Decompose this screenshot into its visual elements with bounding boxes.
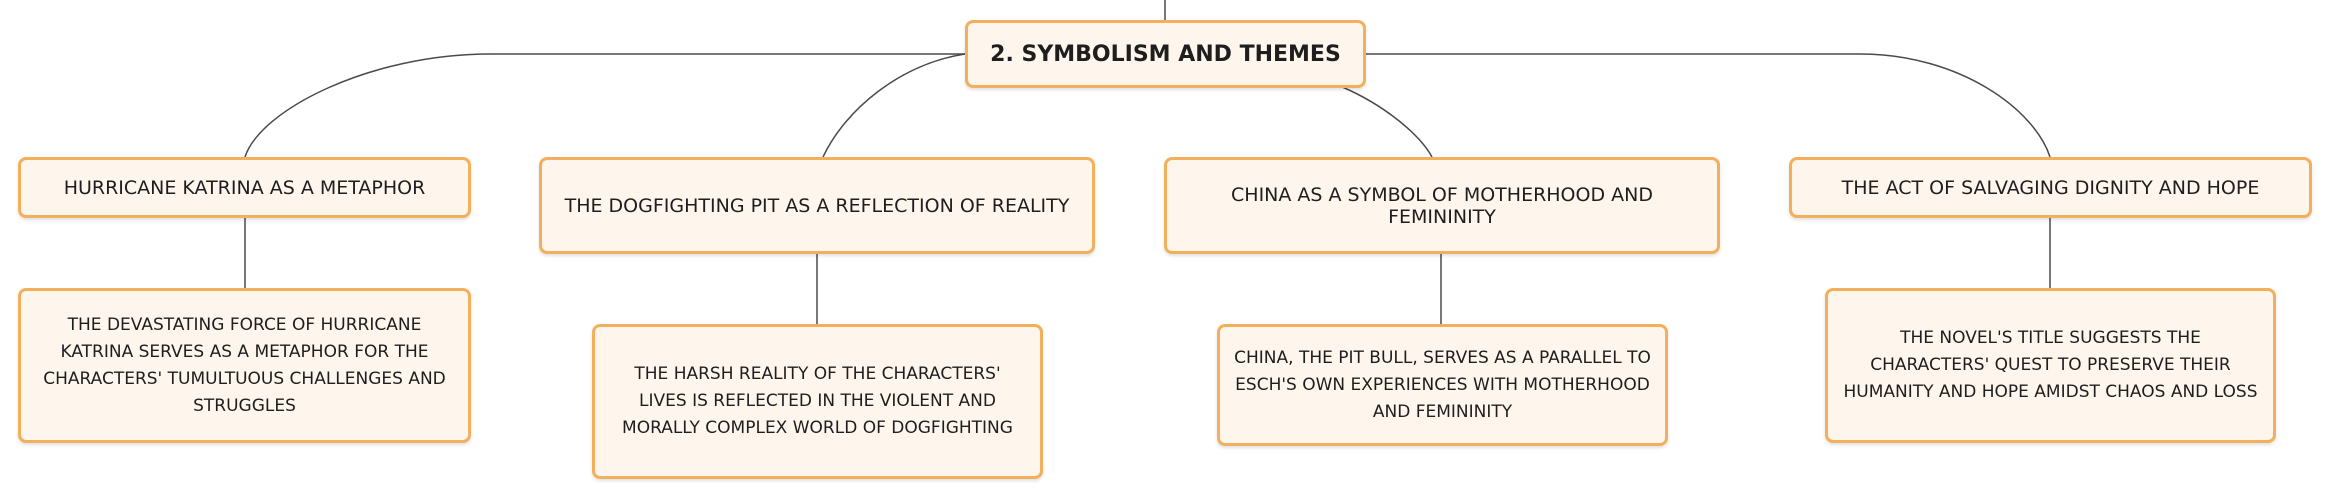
branch-china-motherhood[interactable]: CHINA AS A SYMBOL OF MOTHERHOOD AND FEMI… — [1164, 157, 1720, 254]
connector-root-branch-2 — [822, 53, 966, 158]
connector-root-branch-4 — [1366, 53, 2051, 158]
branch-dogfighting-pit[interactable]: THE DOGFIGHTING PIT AS A REFLECTION OF R… — [539, 157, 1095, 254]
detail-salvaging-dignity[interactable]: THE NOVEL'S TITLE SUGGESTS THE CHARACTER… — [1825, 288, 2276, 443]
detail-hurricane-katrina[interactable]: THE DEVASTATING FORCE OF HURRICANE KATRI… — [18, 288, 471, 443]
root-topic[interactable]: 2. SYMBOLISM AND THEMES — [965, 20, 1366, 88]
branch-hurricane-katrina[interactable]: HURRICANE KATRINA AS A METAPHOR — [18, 157, 471, 218]
connector-root-branch-3 — [1339, 85, 1433, 158]
branch-salvaging-dignity[interactable]: THE ACT OF SALVAGING DIGNITY AND HOPE — [1789, 157, 2312, 218]
connector-root-branch-1 — [244, 53, 965, 158]
detail-china-motherhood[interactable]: CHINA, THE PIT BULL, SERVES AS A PARALLE… — [1217, 324, 1668, 446]
detail-dogfighting-pit[interactable]: THE HARSH REALITY OF THE CHARACTERS' LIV… — [592, 324, 1043, 479]
